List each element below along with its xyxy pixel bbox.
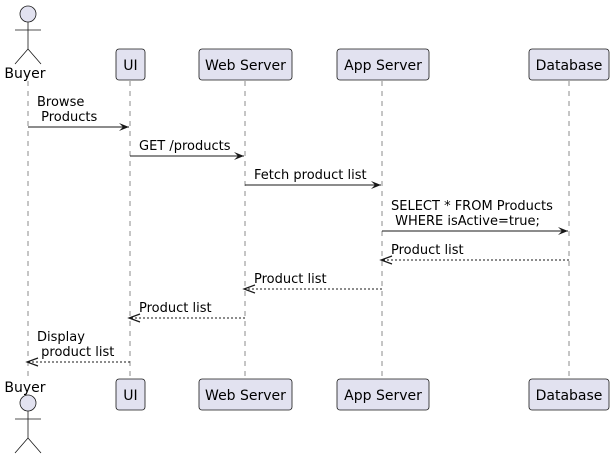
message-5: Product list xyxy=(379,243,569,265)
participant-label: UI xyxy=(123,58,137,74)
participant-label: Web Server xyxy=(205,388,286,404)
message-label: Product list xyxy=(254,272,327,287)
message-7: Product list xyxy=(127,301,245,323)
message-label: Product list xyxy=(391,243,464,258)
participant-box xyxy=(115,378,146,411)
participant-label: App Server xyxy=(344,388,422,404)
message-label: product list xyxy=(37,345,114,360)
participant-app: App Server xyxy=(336,48,430,81)
message-label: Browse xyxy=(37,95,84,110)
message-1: Browse Products xyxy=(28,95,129,131)
participant-ui: UI xyxy=(115,48,146,81)
participant-label: Buyer xyxy=(4,66,45,82)
participant-box xyxy=(528,378,610,411)
message-label: Fetch product list xyxy=(254,168,367,183)
participant-label: Database xyxy=(536,388,603,404)
message-label: Product list xyxy=(139,301,212,316)
participant-ui: UI xyxy=(115,378,146,411)
arrowhead-icon xyxy=(127,313,141,323)
participant-box xyxy=(198,48,293,81)
message-label: Products xyxy=(37,110,97,125)
actor-head-icon xyxy=(19,394,37,412)
participant-label: App Server xyxy=(344,58,422,74)
actor-body-icon xyxy=(14,411,42,454)
arrowhead-icon xyxy=(25,357,39,367)
actor-body-icon xyxy=(14,22,42,65)
participant-box xyxy=(336,378,430,411)
arrowhead-icon xyxy=(242,284,256,294)
actor-head-icon xyxy=(19,5,37,23)
message-label: WHERE isActive=true; xyxy=(391,214,540,229)
actor-buyer: Buyer xyxy=(4,5,46,82)
arrowhead-icon xyxy=(379,255,393,265)
actor-buyer: Buyer xyxy=(4,380,46,454)
participant-db: Database xyxy=(528,378,610,411)
message-label: GET /products xyxy=(139,139,231,154)
participant-label: UI xyxy=(123,388,137,404)
participant-box xyxy=(336,48,430,81)
message-6: Product list xyxy=(242,272,382,294)
message-8: Display product list xyxy=(25,330,130,367)
message-3: Fetch product list xyxy=(245,168,381,189)
message-label: Display xyxy=(37,330,85,345)
participant-app: App Server xyxy=(336,378,430,411)
participant-box xyxy=(198,378,293,411)
message-2: GET /products xyxy=(130,139,244,160)
participant-web: Web Server xyxy=(198,378,293,411)
participant-label: Database xyxy=(536,58,603,74)
participant-label: Buyer xyxy=(4,380,45,396)
participant-db: Database xyxy=(528,48,610,81)
participant-box xyxy=(115,48,146,81)
participant-box xyxy=(528,48,610,81)
participant-label: Web Server xyxy=(205,58,286,74)
message-4: SELECT * FROM Products WHERE isActive=tr… xyxy=(382,199,568,235)
message-label: SELECT * FROM Products xyxy=(391,199,553,214)
participant-web: Web Server xyxy=(198,48,293,81)
